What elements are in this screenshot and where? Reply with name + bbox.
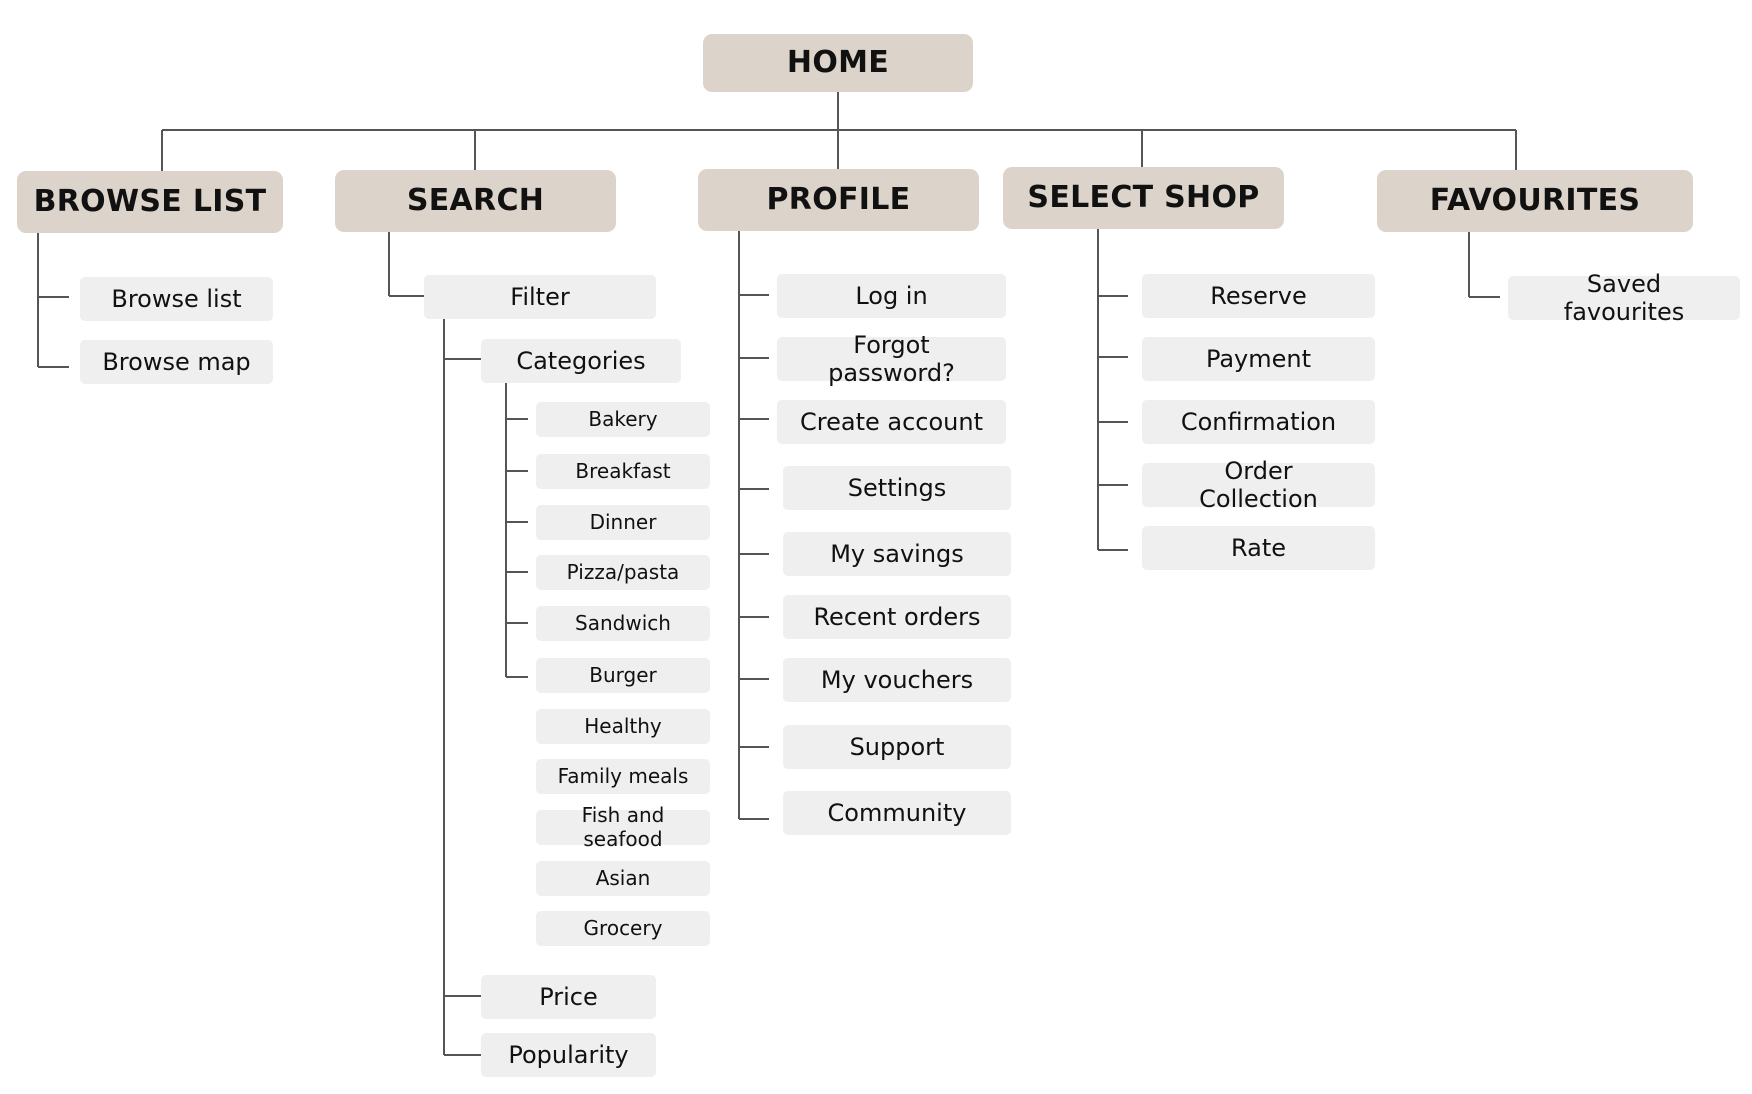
category-item: Sandwich (536, 606, 710, 641)
rate-item: Rate (1142, 526, 1375, 570)
category-item: Pizza/pasta (536, 555, 710, 590)
home-node: HOME (703, 34, 973, 92)
reserve-item: Reserve (1142, 274, 1375, 318)
log-in-item: Log in (777, 274, 1006, 318)
category-item: Dinner (536, 505, 710, 540)
browse-map-item: Browse map (80, 340, 273, 384)
payment-item: Payment (1142, 337, 1375, 381)
my-savings-item: My savings (783, 532, 1011, 576)
browse-list-node: BROWSE LIST (17, 171, 283, 233)
saved-favourites-item: Saved favourites (1508, 270, 1740, 326)
categories-node: Categories (481, 339, 681, 383)
browse-list-item: Browse list (80, 277, 273, 321)
popularity-node: Popularity (481, 1033, 656, 1077)
category-item: Burger (536, 658, 710, 693)
search-node: SEARCH (335, 170, 616, 232)
settings-item: Settings (783, 466, 1011, 510)
category-item: Healthy (536, 709, 710, 744)
select-shop-node: SELECT SHOP (1003, 167, 1284, 229)
favourites-node: FAVOURITES (1377, 170, 1693, 232)
category-item: Grocery (536, 911, 710, 946)
community-item: Community (783, 791, 1011, 835)
confirmation-item: Confirmation (1142, 400, 1375, 444)
recent-orders-item: Recent orders (783, 595, 1011, 639)
profile-node: PROFILE (698, 169, 979, 231)
order-collection-item: Order Collection (1142, 457, 1375, 513)
category-item: Breakfast (536, 454, 710, 489)
support-item: Support (783, 725, 1011, 769)
price-node: Price (481, 975, 656, 1019)
category-item: Family meals (536, 759, 710, 794)
filter-node: Filter (424, 275, 656, 319)
forgot-password-item: Forgot password? (777, 331, 1006, 387)
category-item: Bakery (536, 402, 710, 437)
my-vouchers-item: My vouchers (783, 658, 1011, 702)
category-item: Fish and seafood (536, 803, 710, 850)
category-item: Asian (536, 861, 710, 896)
create-account-item: Create account (777, 400, 1006, 444)
